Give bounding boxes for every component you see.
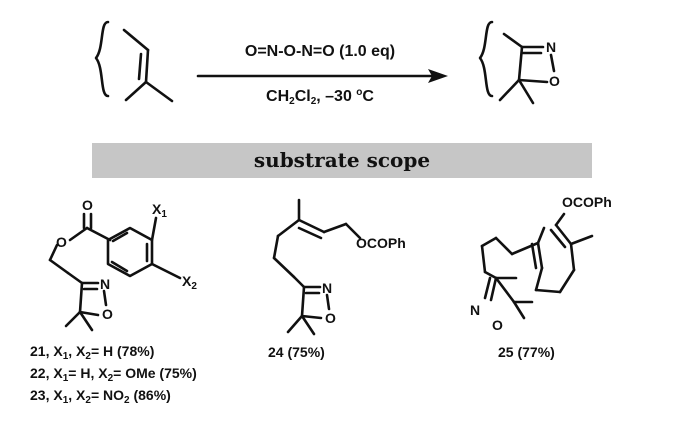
oxazete-fragment: [478, 20, 556, 105]
c21-x1: X1: [152, 201, 167, 220]
c25-o-atom: O: [492, 317, 503, 333]
right-brace: [478, 20, 494, 98]
c21-ester-o: O: [56, 234, 67, 250]
bond-alkene-double-b: [137, 52, 143, 81]
conditions-label: CH2Cl2, –30 oC: [205, 88, 435, 107]
c21-x2: X2: [182, 273, 197, 292]
compound-21-23-structure: [48, 212, 182, 332]
c25-n-atom: N: [470, 302, 481, 318]
reagent-label: O=N-O-N=O (1.0 eq): [244, 43, 396, 60]
c21-carbonyl-o: O: [82, 197, 93, 213]
product-n-atom: N: [546, 39, 557, 55]
cond-ch: CH: [266, 88, 290, 105]
cond-sub-a: 2: [289, 96, 295, 107]
c21-n-atom: N: [100, 276, 111, 292]
product-o-atom: O: [549, 73, 560, 89]
substrate-scope-title: substrate scope: [253, 148, 431, 172]
c24-o-atom: O: [325, 310, 336, 326]
cond-degree: o: [356, 87, 363, 98]
alkene-fragment: [94, 20, 174, 103]
bond-alkene-1: [122, 28, 150, 52]
bond-alkene-double-a: [144, 48, 150, 84]
reaction-arrow: [196, 69, 448, 83]
compound-23-label: 23, X1, X2= NO2 (86%): [30, 387, 171, 406]
c21-o-atom: O: [102, 306, 113, 322]
c25-ocoph: OCOPh: [562, 194, 612, 210]
compound-24-structure: [272, 198, 362, 336]
cond-temp: , –30: [316, 88, 357, 105]
bond-alkene-3: [144, 80, 174, 103]
cond-sub-b: 2: [310, 96, 317, 107]
cond-unit: C: [362, 88, 374, 105]
compound-22-label: 22, X1= H, X2= OMe (75%): [30, 365, 197, 384]
c24-ocoph: OCOPh: [356, 235, 406, 251]
compound-21-label: 21, X1, X2= H (78%): [30, 343, 155, 362]
left-brace: [94, 20, 110, 98]
compound-25-structure: [480, 212, 594, 320]
substrate-scope-banner: substrate scope: [92, 143, 592, 178]
c24-n-atom: N: [322, 280, 333, 296]
cond-cl: Cl: [294, 88, 311, 105]
arrow-head: [428, 69, 448, 83]
compound-25-label: 25 (77%): [498, 344, 555, 360]
bond-alkene-2: [124, 80, 148, 102]
compound-24-label: 24 (75%): [268, 344, 325, 360]
